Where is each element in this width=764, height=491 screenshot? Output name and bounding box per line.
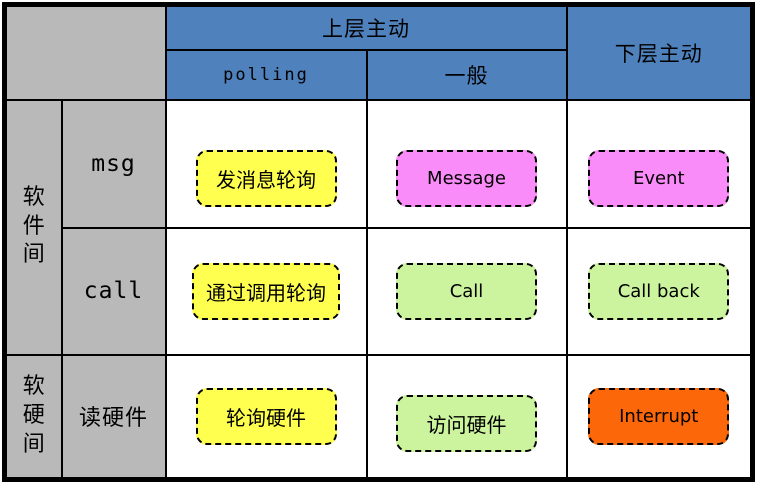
header-general: 一般 [365, 48, 568, 101]
box-event: Event [588, 150, 730, 207]
box-call-back: Call back [588, 262, 730, 320]
corner-cell [3, 3, 167, 101]
cell-call-general: Call [365, 226, 568, 356]
matrix-table: 上层主动 下层主动 polling 一般 软件间 msg 发消息轮询 Messa… [2, 2, 755, 482]
cell-call-polling: 通过调用轮询 [164, 226, 368, 356]
cell-hw-general: 访问硬件 [365, 353, 568, 481]
header-lower-active: 下层主动 [565, 3, 754, 101]
group-label-software-hardware: 软硬间 [3, 353, 63, 481]
box-send-message-polling: 发消息轮询 [195, 150, 337, 207]
box-poll-via-call: 通过调用轮询 [192, 262, 340, 320]
box-interrupt: Interrupt [588, 387, 730, 445]
cell-call-lower: Call back [565, 226, 754, 356]
row-label-read-hardware: 读硬件 [60, 353, 167, 481]
row-label-msg: msg [60, 98, 167, 229]
box-access-hardware: 访问硬件 [396, 394, 537, 452]
cell-msg-lower: Event [565, 98, 754, 229]
box-call: Call [396, 262, 537, 320]
row-label-call: call [60, 226, 167, 356]
group-label-software: 软件间 [3, 98, 63, 356]
group-label-software-text: 软件间 [22, 185, 45, 268]
cell-hw-polling: 轮询硬件 [164, 353, 368, 481]
cell-msg-polling: 发消息轮询 [164, 98, 368, 229]
header-polling: polling [164, 48, 368, 101]
box-poll-hardware: 轮询硬件 [195, 387, 337, 445]
slide-diagram: 上层主动 下层主动 polling 一般 软件间 msg 发消息轮询 Messa… [2, 2, 755, 482]
cell-hw-lower: Interrupt [565, 353, 754, 481]
group-label-software-hardware-text: 软硬间 [22, 374, 45, 457]
box-message: Message [396, 150, 537, 207]
header-upper-active: 上层主动 [164, 3, 568, 51]
cell-msg-general: Message [365, 98, 568, 229]
